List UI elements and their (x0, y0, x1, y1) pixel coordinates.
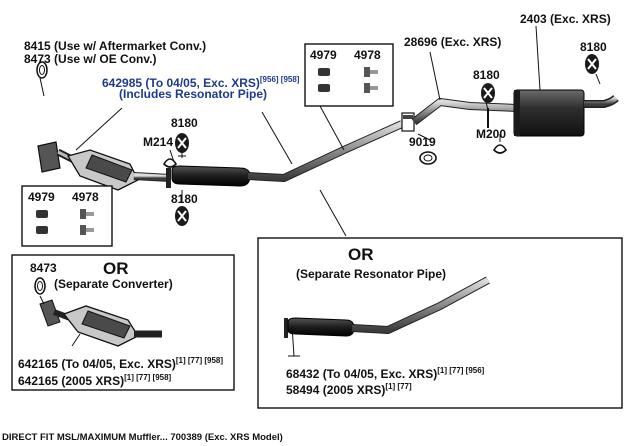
diagram-caption: DIRECT FIT MSL/MAXIMUM Muffler... 700389… (2, 432, 283, 443)
label-kit-upper-4979: 4979 (310, 48, 337, 62)
leader-lines (39, 25, 601, 237)
label-642985-text: 642985 (To 04/05, Exc. XRS) (102, 76, 260, 90)
converter-line2: 642165 (2005 XRS)[1] [77] [958] (18, 371, 171, 388)
spring-icon (162, 158, 178, 168)
clamp-icon (419, 151, 437, 165)
label-m200: M200 (476, 127, 507, 141)
resonator-or-heading: OR (348, 245, 374, 264)
label-includes-resonator: (Includes Resonator Pipe) (119, 87, 268, 101)
label-8473-oe: 8473 (Use w/ OE Conv.) (24, 52, 157, 66)
hanger-icon (481, 83, 495, 103)
resonator-pipe-icon (284, 276, 490, 357)
hanger-icon (175, 206, 189, 226)
resonator-subtitle: (Separate Resonator Pipe) (296, 267, 447, 281)
label-hanger-8180-bottom: 8180 (171, 192, 198, 206)
kit-box-upper (304, 43, 394, 107)
hanger-icon (585, 54, 599, 74)
label-hanger-8180-mid: 8180 (473, 68, 500, 82)
gasket-icon (34, 277, 46, 295)
resonator-or-box (257, 237, 623, 409)
resonator-line2-text: 58494 (2005 XRS) (286, 383, 386, 397)
resonator-line1: 68432 (To 04/05, Exc. XRS)[1] [77] [956] (286, 364, 484, 381)
resonator-line1-text: 68432 (To 04/05, Exc. XRS) (286, 367, 438, 381)
label-28696: 28696 (Exc. XRS) (404, 35, 502, 49)
label-hanger-8180-top: 8180 (171, 116, 198, 130)
converter-or-box (11, 254, 235, 391)
label-2403: 2403 (Exc. XRS) (520, 12, 611, 26)
catalytic-converter-icon (39, 299, 162, 347)
main-pipe-assembly (37, 89, 619, 191)
label-m214: M214 (143, 135, 174, 149)
bolt-icon (36, 209, 94, 235)
resonator-line1-notes: [1] [77] [956] (437, 366, 485, 375)
gasket-icon (36, 61, 48, 79)
label-642985-notes: [956] [958] (259, 75, 300, 84)
converter-line1-text: 642165 (To 04/05, Exc. XRS) (18, 357, 176, 371)
label-kit-left-4978: 4978 (72, 190, 99, 204)
converter-line1-notes: [1] [77] [958] (175, 356, 223, 365)
label-8473: 8473 (30, 261, 57, 275)
converter-subtitle: (Separate Converter) (54, 277, 173, 291)
label-kit-upper-4978: 4978 (354, 48, 381, 62)
label-642985: 642985 (To 04/05, Exc. XRS)[956] [958] (102, 73, 299, 90)
spring-icon (492, 144, 508, 154)
label-hanger-8180-rear: 8180 (580, 40, 607, 54)
label-9019: 9019 (409, 135, 436, 149)
resonator-line2-notes: [1] [77] (385, 382, 412, 391)
resonator-line2: 58494 (2005 XRS)[1] [77] (286, 380, 412, 397)
hanger-icon (175, 133, 189, 153)
label-kit-left-4979: 4979 (28, 190, 55, 204)
converter-line1: 642165 (To 04/05, Exc. XRS)[1] [77] [958… (18, 354, 223, 371)
label-8415: 8415 (Use w/ Aftermarket Conv.) (24, 39, 207, 53)
converter-line2-text: 642165 (2005 XRS) (18, 374, 125, 388)
converter-line2-notes: [1] [77] [958] (124, 373, 172, 382)
bolt-icon (318, 67, 378, 93)
converter-or-heading: OR (103, 259, 129, 278)
